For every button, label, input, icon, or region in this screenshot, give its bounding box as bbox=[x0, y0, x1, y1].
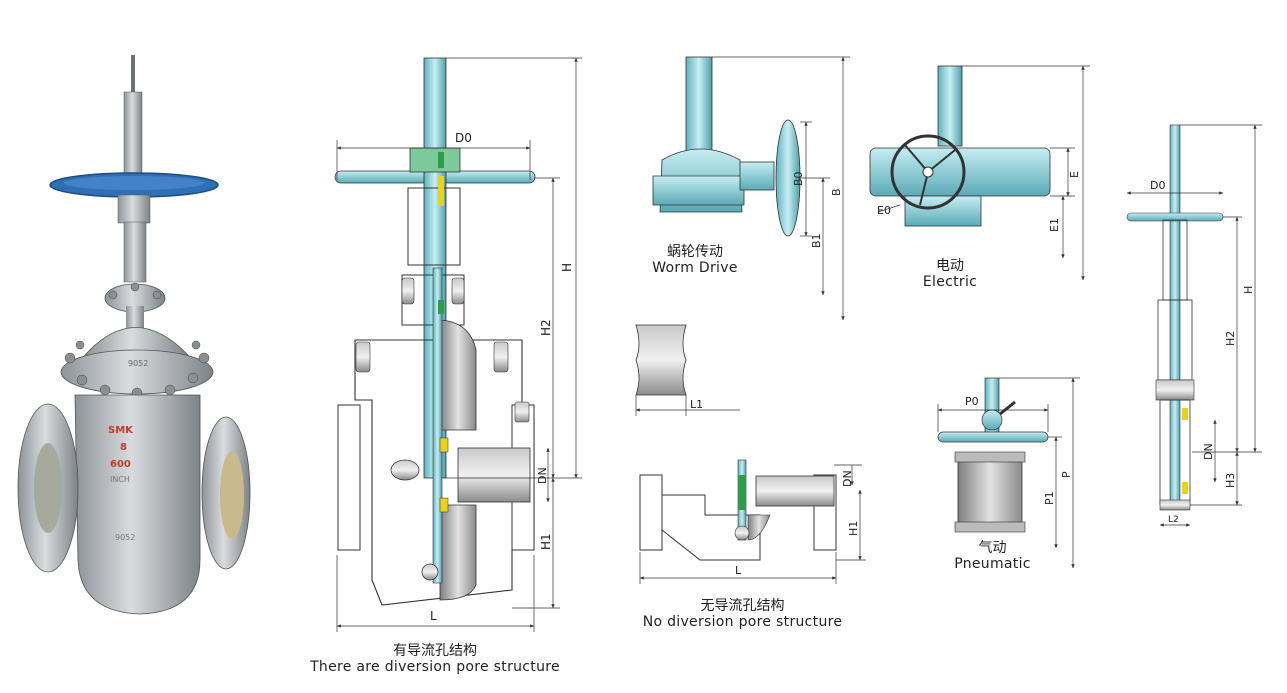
dim-h: H bbox=[560, 263, 574, 272]
worm-drive-view: B0 B B1 bbox=[652, 56, 850, 321]
dim-h3-side: H3 bbox=[1224, 473, 1237, 488]
no-diversion-caption-en: No diversion pore structure bbox=[642, 614, 843, 631]
dim-dn-nd: DN bbox=[841, 470, 854, 487]
stem-cover bbox=[123, 91, 143, 183]
plate-brand: SMK bbox=[108, 425, 134, 436]
side-stem bbox=[1169, 124, 1181, 506]
electric-caption-zh: 电动 bbox=[936, 258, 964, 274]
pneumatic-caption-en: Pneumatic bbox=[954, 556, 1031, 573]
worm-drive-caption-en: Worm Drive bbox=[652, 260, 738, 277]
gate-plate bbox=[432, 267, 443, 584]
pneumatic-view: P0 P P1 bbox=[937, 377, 1080, 569]
main-view-caption-zh: 有导流孔结构 bbox=[393, 643, 477, 659]
dim-l1: L1 bbox=[690, 398, 703, 411]
dim-dn: DN bbox=[536, 467, 549, 484]
dim-h2-side: H2 bbox=[1224, 331, 1237, 346]
dim-h1: H1 bbox=[539, 533, 553, 550]
no-diversion-caption-zh: 无导流孔结构 bbox=[700, 598, 785, 614]
dim-b0: B0 bbox=[792, 171, 805, 186]
worm-drive-caption: 蜗轮传动 Worm Drive bbox=[630, 244, 760, 276]
gate-slab bbox=[635, 324, 687, 396]
dim-l-nd: L bbox=[735, 564, 742, 577]
dim-d0: D0 bbox=[455, 131, 472, 145]
yoke bbox=[123, 221, 147, 283]
dim-e: E bbox=[1068, 171, 1081, 178]
pneumatic-caption: 气动 Pneumatic bbox=[940, 540, 1045, 572]
dim-l: L bbox=[430, 609, 437, 623]
plate-class: 600 bbox=[110, 459, 131, 470]
plate-size: 8 bbox=[120, 442, 127, 453]
no-diversion-caption: 无导流孔结构 No diversion pore structure bbox=[620, 598, 865, 630]
electric-handwheel bbox=[890, 134, 966, 210]
plate-unit: INCH bbox=[110, 475, 130, 484]
dim-l2-side: L2 bbox=[1168, 515, 1179, 525]
slab-detail-view: L1 bbox=[635, 324, 740, 416]
worm-drive-caption-zh: 蜗轮传动 bbox=[667, 244, 723, 260]
electric-caption: 电动 Electric bbox=[900, 258, 1000, 290]
body-mark: 9052 bbox=[115, 533, 135, 542]
no-diversion-pipe bbox=[755, 475, 835, 507]
bonnet-mark: 9052 bbox=[128, 359, 148, 368]
bonnet bbox=[84, 327, 189, 356]
dim-p0: P0 bbox=[965, 395, 979, 408]
dim-e1: E1 bbox=[1048, 218, 1061, 232]
pneumatic-cylinder bbox=[957, 454, 1023, 532]
stem-rod bbox=[131, 55, 135, 95]
pneumatic-caption-zh: 气动 bbox=[978, 540, 1007, 556]
dim-h1-nd: H1 bbox=[847, 521, 860, 536]
main-section-view: D0 H H2 DN H1 L bbox=[334, 57, 582, 632]
main-view-caption: 有导流孔结构 There are diversion pore structur… bbox=[285, 643, 585, 675]
outlet-pipe bbox=[457, 447, 531, 503]
electric-caption-en: Electric bbox=[922, 274, 978, 291]
no-diversion-view: DN H1 L bbox=[639, 459, 866, 584]
inlet-flange bbox=[337, 404, 361, 551]
dim-p: P bbox=[1060, 471, 1073, 478]
dim-d0-side: D0 bbox=[1150, 179, 1165, 192]
main-view-caption-en: There are diversion pore structure bbox=[310, 659, 560, 676]
dim-b1: B1 bbox=[810, 233, 823, 248]
dim-b: B bbox=[830, 188, 843, 196]
dim-h2: H2 bbox=[539, 319, 553, 336]
valve-photo: 9052 SMK 8 600 INCH 9052 bbox=[17, 55, 251, 615]
dim-dn-side: DN bbox=[1202, 443, 1215, 460]
valve-body bbox=[74, 394, 201, 615]
side-view: D0 H H2 DN H3 L2 bbox=[1126, 124, 1262, 527]
dim-p1: P1 bbox=[1043, 491, 1056, 505]
dim-e0: E0 bbox=[877, 204, 891, 217]
electric-view: E0 E E1 bbox=[869, 65, 1090, 281]
dim-h-side: H bbox=[1242, 286, 1255, 294]
